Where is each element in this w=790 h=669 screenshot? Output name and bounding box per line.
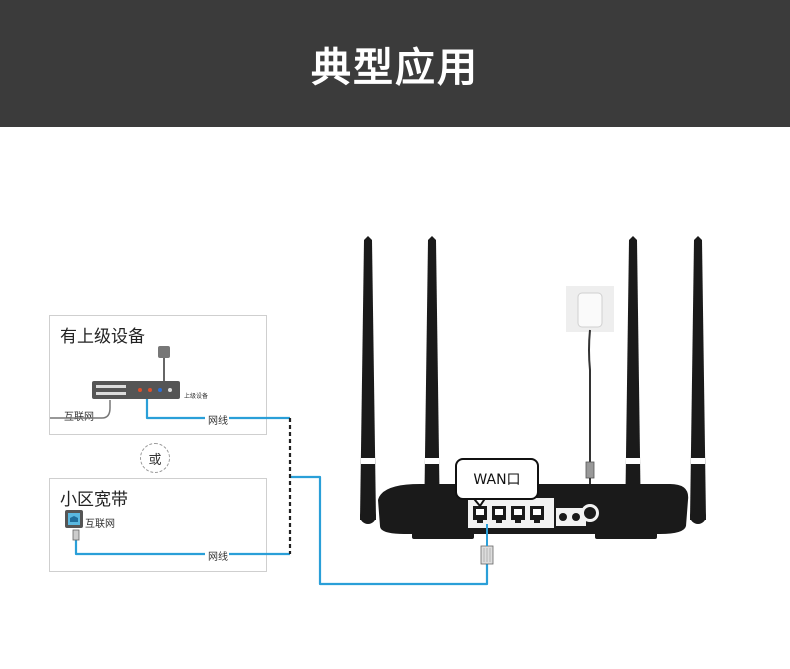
page-title: 典型应用 — [311, 44, 479, 91]
upper-device-title: 有上级设备 — [60, 327, 145, 347]
power-adapter-icon — [566, 286, 614, 505]
broadband-internet-label: 互联网 — [85, 519, 115, 530]
broadband-title: 小区宽带 — [60, 490, 128, 510]
broadband-cable-line — [74, 540, 290, 556]
upper-cable-line — [145, 398, 290, 420]
or-badge: 或 — [140, 443, 170, 473]
upper-device-panel — [49, 315, 267, 435]
internet-cable — [50, 400, 111, 419]
upper-device-label: 上级设备 — [184, 393, 209, 400]
rj45-plug-icon — [480, 524, 494, 565]
wall-socket-icon — [65, 510, 83, 541]
broadband-cable-label: 网线 — [206, 548, 230, 563]
network-cables — [74, 398, 489, 586]
router-antennas — [360, 236, 706, 528]
upper-device-icon — [92, 346, 180, 399]
broadband-panel — [49, 478, 267, 572]
upper-cable-label: 网线 — [206, 412, 230, 427]
wan-port-label: WAN口 — [473, 472, 521, 488]
header-banner: 典型应用 — [0, 0, 790, 127]
or-label: 或 — [148, 452, 162, 468]
main-cable-line — [290, 475, 489, 586]
wan-port-callout: WAN口 — [455, 458, 539, 500]
